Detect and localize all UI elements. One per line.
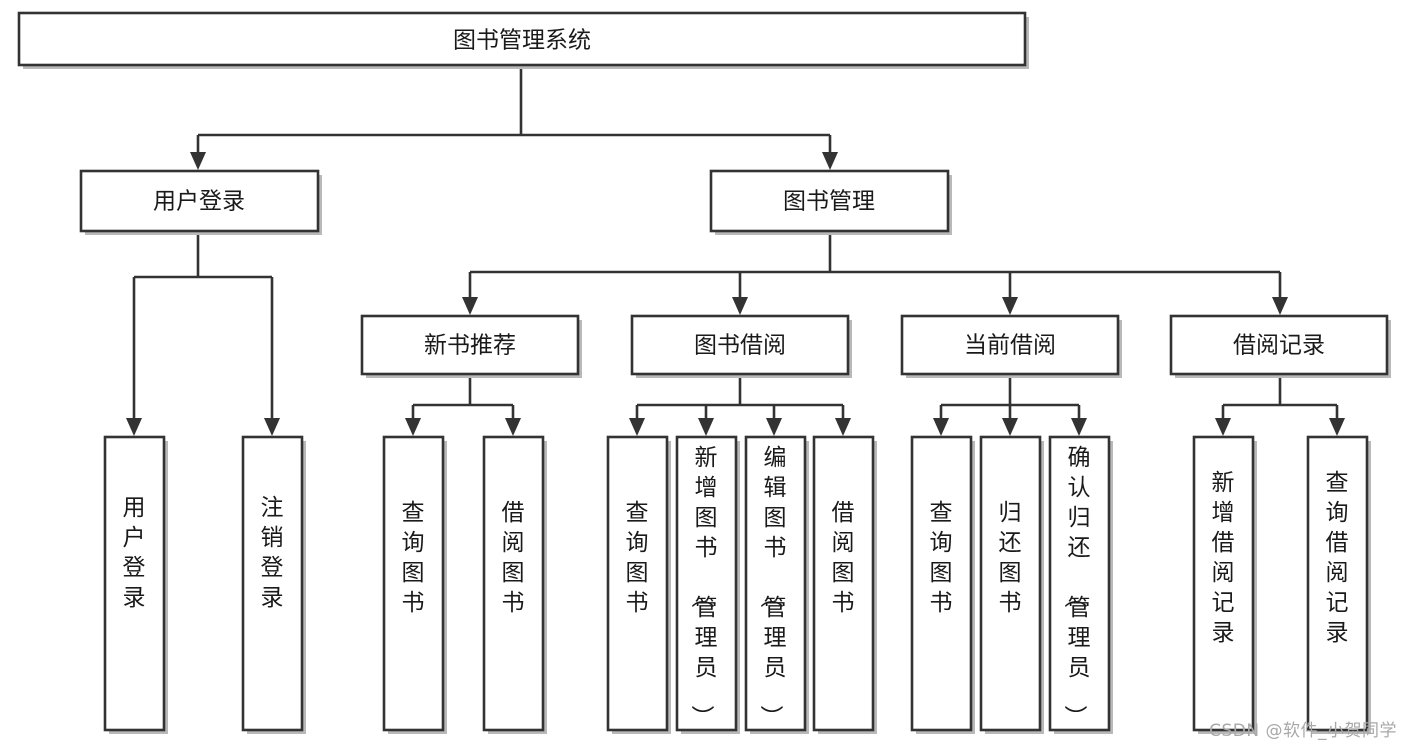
- arrow-leaf-logout-login-icon: [264, 418, 280, 436]
- leaf-query-book-1-box[interactable]: [382, 435, 445, 732]
- arrow-leaf-query-book-1-icon: [405, 418, 421, 436]
- leaf-edit-book-label: 编辑图书（管理员）: [758, 445, 787, 728]
- arrow-new-book-recommend-icon: [462, 297, 478, 315]
- arrow-leaf-query-book-3-icon: [933, 418, 949, 436]
- node-new-book-recommend[interactable]: 新书推荐: [360, 314, 582, 378]
- root-label: 图书管理系统: [453, 28, 591, 54]
- node-leaf-return-book[interactable]: 归还图书: [979, 435, 1044, 734]
- user-login-label: 用户登录: [153, 189, 245, 215]
- book-management-box[interactable]: [709, 169, 950, 233]
- node-current-borrow[interactable]: 当前借阅: [900, 314, 1122, 378]
- leaf-query-book-1-label: 查询图书: [402, 500, 425, 616]
- leaf-query-book-2-box[interactable]: [606, 435, 669, 732]
- node-leaf-query-book-1[interactable]: 查询图书: [382, 435, 447, 734]
- arrow-leaf-edit-book-icon: [766, 418, 782, 436]
- leaf-add-record-label: 新增借阅记录: [1212, 470, 1235, 646]
- leaf-confirm-return-label: 确认归还（管理员）: [1062, 445, 1091, 728]
- book-borrow-label: 图书借阅: [694, 333, 786, 359]
- leaf-user-login-box[interactable]: [103, 435, 166, 732]
- root-box[interactable]: [17, 11, 1027, 67]
- leaf-borrow-book-2-box[interactable]: [812, 435, 875, 732]
- arrow-leaf-add-record-icon: [1215, 418, 1231, 436]
- arrow-leaf-return-book-icon: [1002, 418, 1018, 436]
- node-leaf-edit-book[interactable]: 编辑图书（管理员）: [744, 435, 809, 734]
- arrow-leaf-borrow-book-1-icon: [505, 418, 521, 436]
- node-leaf-query-book-3[interactable]: 查询图书: [910, 435, 975, 734]
- leaf-query-book-2-label: 查询图书: [626, 500, 649, 616]
- leaf-borrow-book-2-label: 借阅图书: [832, 500, 855, 616]
- node-leaf-query-book-2[interactable]: 查询图书: [606, 435, 671, 734]
- leaf-return-book-label: 归还图书: [999, 500, 1022, 616]
- edges-layer: [126, 68, 1345, 436]
- leaf-logout-login-label: 注销登录: [261, 495, 284, 611]
- leaf-confirm-return-box[interactable]: [1048, 435, 1111, 732]
- arrow-leaf-add-book-icon: [698, 418, 714, 436]
- leaf-user-login-label: 用户登录: [123, 495, 146, 611]
- leaf-add-record-box[interactable]: [1192, 435, 1255, 732]
- arrow-leaf-query-record-icon: [1329, 418, 1345, 436]
- leaf-edit-book-box[interactable]: [744, 435, 807, 732]
- leaf-add-book-label: 新增图书（管理员）: [689, 445, 718, 728]
- current-borrow-label: 当前借阅: [964, 333, 1056, 359]
- arrow-current-borrow-icon: [1002, 297, 1018, 315]
- borrow-record-box[interactable]: [1169, 314, 1389, 376]
- book-borrow-box[interactable]: [630, 314, 850, 376]
- leaf-borrow-book-1-label: 借阅图书: [502, 500, 525, 616]
- borrow-record-label: 借阅记录: [1233, 333, 1325, 359]
- leaf-add-book-box[interactable]: [675, 435, 738, 732]
- arrow-leaf-confirm-return-icon: [1071, 418, 1087, 436]
- node-leaf-add-record[interactable]: 新增借阅记录: [1192, 435, 1257, 734]
- node-book-borrow[interactable]: 图书借阅: [630, 314, 852, 378]
- new-book-recommend-label: 新书推荐: [424, 333, 516, 359]
- leaf-return-book-box[interactable]: [979, 435, 1042, 732]
- leaf-logout-login-box[interactable]: [241, 435, 304, 732]
- node-leaf-borrow-book-1[interactable]: 借阅图书: [482, 435, 547, 734]
- leaf-query-record-box[interactable]: [1306, 435, 1369, 732]
- arrow-leaf-borrow-book-2-icon: [835, 418, 851, 436]
- leaf-borrow-book-1-box[interactable]: [482, 435, 545, 732]
- leaf-query-book-3-label: 查询图书: [930, 500, 953, 616]
- current-borrow-box[interactable]: [900, 314, 1120, 376]
- user-login-box[interactable]: [79, 169, 320, 233]
- node-leaf-confirm-return[interactable]: 确认归还（管理员）: [1048, 435, 1113, 734]
- node-leaf-user-login[interactable]: 用户登录: [103, 435, 168, 734]
- node-root[interactable]: 图书管理系统: [17, 11, 1029, 69]
- node-book-management[interactable]: 图书管理: [709, 169, 952, 235]
- node-borrow-record[interactable]: 借阅记录: [1169, 314, 1391, 378]
- node-leaf-logout-login[interactable]: 注销登录: [241, 435, 306, 734]
- leaf-query-record-label: 查询借阅记录: [1326, 470, 1349, 646]
- arrow-book-management-icon: [822, 152, 838, 170]
- new-book-recommend-box[interactable]: [360, 314, 580, 376]
- leaf-query-book-3-box[interactable]: [910, 435, 973, 732]
- arrow-user-login-icon: [190, 152, 206, 170]
- arrow-borrow-record-icon: [1272, 297, 1288, 315]
- csdn-watermark: CSDN @软件_小贺同学: [1209, 721, 1397, 741]
- node-leaf-add-book[interactable]: 新增图书（管理员）: [675, 435, 740, 734]
- node-user-login[interactable]: 用户登录: [79, 169, 322, 235]
- arrow-leaf-user-login-icon: [126, 418, 142, 436]
- arrow-book-borrow-icon: [732, 297, 748, 315]
- node-leaf-query-record[interactable]: 查询借阅记录: [1306, 435, 1371, 734]
- book-management-label: 图书管理: [783, 189, 875, 215]
- node-leaf-borrow-book-2[interactable]: 借阅图书: [812, 435, 877, 734]
- arrow-leaf-query-book-2-icon: [629, 418, 645, 436]
